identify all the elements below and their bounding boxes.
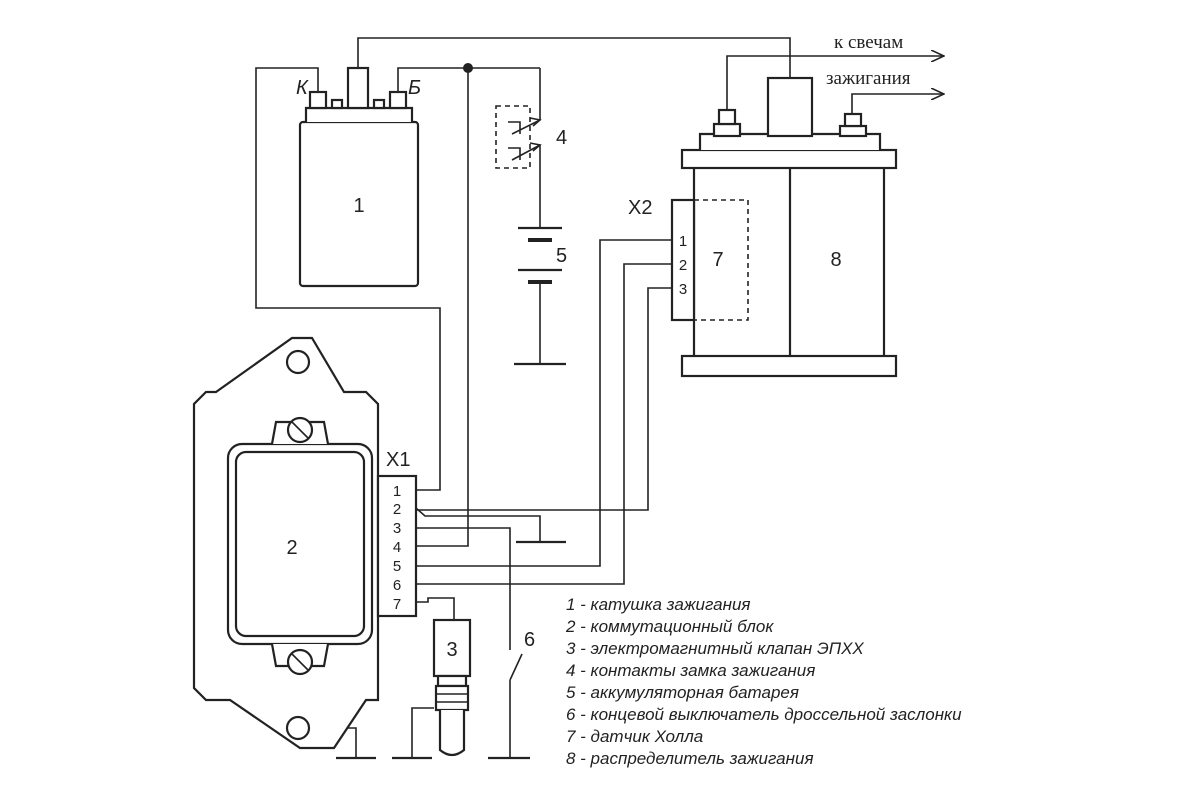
ground-symbols [336,362,566,760]
x1-pin-2: 2 [393,501,401,518]
wire-output-2 [851,94,944,114]
wire-coil-b [397,67,540,92]
legend-item: 6 - концевой выключатель дроссельной зас… [566,705,962,724]
contacts-number: 4 [556,127,567,149]
x1-pin-7: 7 [393,596,401,613]
valve-number: 3 [446,639,457,661]
terminal-k-label: К [296,77,309,99]
legend-item: 7 - датчик Холла [566,727,703,746]
throttle-switch-number: 6 [524,629,535,651]
output-label-line1: к свечам [834,32,903,53]
wires [255,37,944,758]
legend-item: 1 - катушка зажигания [566,595,751,614]
idle-valve [432,618,472,757]
legend-item: 3 - электромагнитный клапан ЭПХХ [566,639,864,658]
wire-x1-2-hall [416,287,672,511]
legend-item: 5 - аккумуляторная батарея [566,683,799,702]
hall-sensor-number: 7 [712,249,723,271]
wire-x1-3 [416,527,511,650]
switch-unit [192,336,380,750]
switch-unit-number: 2 [286,537,297,559]
x1-pin-5: 5 [393,558,401,575]
wire-x1-2 [415,507,541,542]
wire-coil-k [255,67,441,491]
terminal-b-label: Б [408,77,421,99]
x2-pin-1: 1 [679,233,687,250]
connector-x1 [376,474,418,618]
ignition-contacts [495,105,542,169]
wire-x1-5 [416,239,672,567]
x1-pin-6: 6 [393,577,401,594]
legend-item: 2 - коммутационный блок [565,617,774,636]
wire-valve-ground [411,707,434,758]
battery-number: 5 [556,245,567,267]
connector-x1-label: X1 [386,449,410,471]
legend: 1 - катушка зажигания 2 - коммутационный… [565,595,962,768]
junction-dot [463,63,473,73]
wire-coil-hv [357,37,791,78]
coil-number: 1 [353,195,364,217]
x2-pin-2: 2 [679,257,687,274]
wire-junction-x1-4 [416,68,469,547]
legend-item: 4 - контакты замка зажигания [566,661,815,680]
x1-pin-3: 3 [393,520,401,537]
x1-pin-4: 4 [393,539,401,556]
wire-output-1 [726,56,944,110]
legend-item: 8 - распределитель зажигания [566,749,814,768]
x2-pin-3: 3 [679,281,687,298]
wire-x1-7 [416,597,455,620]
output-label-line2: зажигания [826,68,911,89]
connector-x2-label: X2 [628,197,652,219]
wire-x1-6 [416,263,672,585]
distributor-number: 8 [830,249,841,271]
x1-pin-1: 1 [393,483,401,500]
distributor [680,76,898,378]
throttle-switch [509,653,523,681]
ignition-coil [298,66,420,288]
battery [518,226,562,284]
hall-sensor [670,198,749,322]
